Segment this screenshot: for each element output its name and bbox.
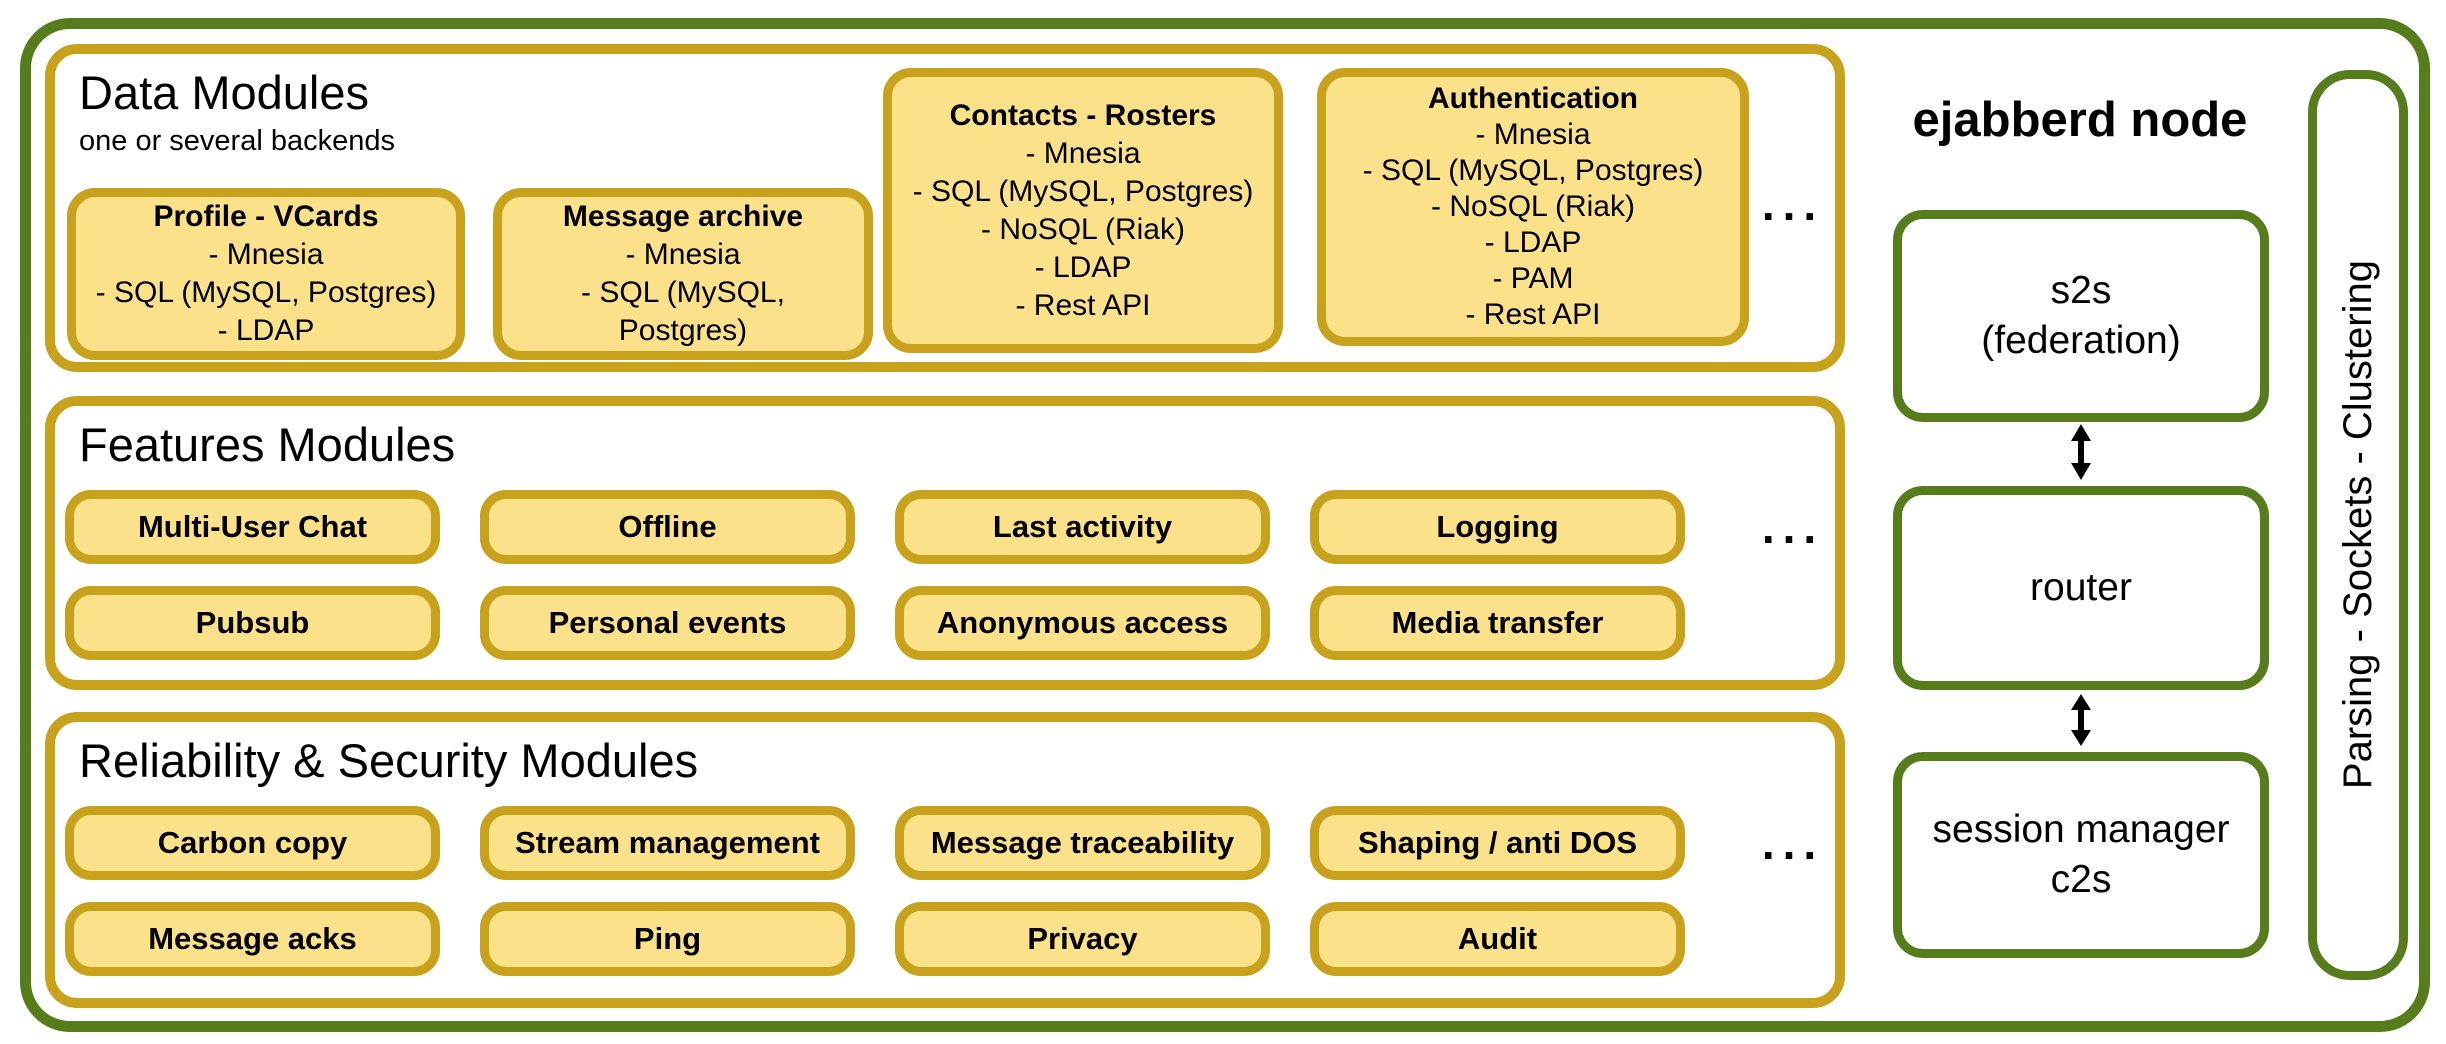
parsing-sockets-clustering-label: Parsing - Sockets - Clustering <box>2335 260 2380 790</box>
backend-line: - Mnesia <box>1025 136 1141 170</box>
data-modules-ellipsis: ... <box>1761 178 1825 230</box>
double-arrow-icon <box>2071 424 2091 480</box>
backend-line: - PAM <box>1492 262 1574 295</box>
feature-pill-last-activity: Last activity <box>895 490 1270 564</box>
ejabberd-node-title: ejabberd node <box>1912 93 2248 147</box>
node-box-line: s2s <box>2050 269 2112 312</box>
backend-line: - LDAP <box>217 314 315 347</box>
data-modules-subtitle: one or several backends <box>79 125 395 157</box>
features-modules-section: Features Modules Multi-User Chat Offline… <box>45 396 1845 690</box>
reliability-pill-shaping-anti-dos: Shaping / anti DOS <box>1310 806 1685 880</box>
reliability-pill-message-acks: Message acks <box>65 902 440 976</box>
node-box-line: session manager <box>1932 808 2230 851</box>
features-modules-ellipsis: ... <box>1761 501 1825 553</box>
backend-line: - Rest API <box>1015 288 1151 322</box>
double-arrow-icon <box>2071 694 2091 746</box>
feature-pill-anonymous-access: Anonymous access <box>895 586 1270 660</box>
feature-pill-logging: Logging <box>1310 490 1685 564</box>
backend-box-contacts-rosters: Contacts - Rosters - Mnesia - SQL (MySQL… <box>883 68 1283 353</box>
feature-pill-multi-user-chat: Multi-User Chat <box>65 490 440 564</box>
backend-line: - LDAP <box>1034 250 1132 284</box>
backend-box-authentication: Authentication - Mnesia - SQL (MySQL, Po… <box>1317 68 1749 346</box>
feature-pill-pubsub: Pubsub <box>65 586 440 660</box>
backend-line: - Mnesia <box>208 238 324 271</box>
backend-line: - SQL (MySQL, Postgres) <box>581 276 785 347</box>
reliability-pill-audit: Audit <box>1310 902 1685 976</box>
feature-pill-media-transfer: Media transfer <box>1310 586 1685 660</box>
data-modules-section: Data Modules one or several backends Pro… <box>45 44 1845 372</box>
node-box-router: router <box>1893 486 2269 690</box>
node-box-line: (federation) <box>1981 319 2181 362</box>
backend-line: - SQL (MySQL, Postgres) <box>95 276 437 309</box>
node-box-line: router <box>2030 566 2132 609</box>
features-modules-title: Features Modules <box>79 418 456 471</box>
backend-line: - SQL (MySQL, Postgres) <box>1362 154 1704 187</box>
backend-box-title: Message archive <box>562 200 804 233</box>
node-box-session-manager-c2s: session manager c2s <box>1893 752 2269 958</box>
reliability-pill-privacy: Privacy <box>895 902 1270 976</box>
backend-box-title: Contacts - Rosters <box>949 98 1217 132</box>
reliability-pill-message-traceability: Message traceability <box>895 806 1270 880</box>
backend-line: - NoSQL (Riak) <box>1431 190 1635 223</box>
feature-pill-personal-events: Personal events <box>480 586 855 660</box>
backend-line: - NoSQL (Riak) <box>981 212 1185 246</box>
reliability-security-modules-title: Reliability & Security Modules <box>79 734 699 787</box>
backend-line: - SQL (MySQL, Postgres) <box>912 174 1254 208</box>
backend-line: - Mnesia <box>625 238 741 271</box>
backend-line: - Mnesia <box>1475 118 1591 151</box>
feature-pill-offline: Offline <box>480 490 855 564</box>
reliability-pill-ping: Ping <box>480 902 855 976</box>
reliability-security-modules-section: Reliability & Security Modules Carbon co… <box>45 712 1845 1008</box>
reliability-pill-carbon-copy: Carbon copy <box>65 806 440 880</box>
node-box-s2s: s2s (federation) <box>1893 210 2269 422</box>
backend-box-title: Profile - VCards <box>153 200 379 233</box>
node-box-line: c2s <box>2050 858 2112 901</box>
backend-line: - Rest API <box>1465 298 1601 331</box>
backend-box-message-archive: Message archive - Mnesia - SQL (MySQL, P… <box>493 188 873 360</box>
parsing-sockets-clustering-bar: Parsing - Sockets - Clustering <box>2308 70 2408 980</box>
reliability-modules-ellipsis: ... <box>1761 817 1825 869</box>
reliability-pill-stream-management: Stream management <box>480 806 855 880</box>
backend-line: - LDAP <box>1484 226 1582 259</box>
backend-box-profile-vcards: Profile - VCards - Mnesia - SQL (MySQL, … <box>67 188 465 360</box>
data-modules-title: Data Modules <box>79 66 369 119</box>
backend-box-title: Authentication <box>1428 82 1638 115</box>
